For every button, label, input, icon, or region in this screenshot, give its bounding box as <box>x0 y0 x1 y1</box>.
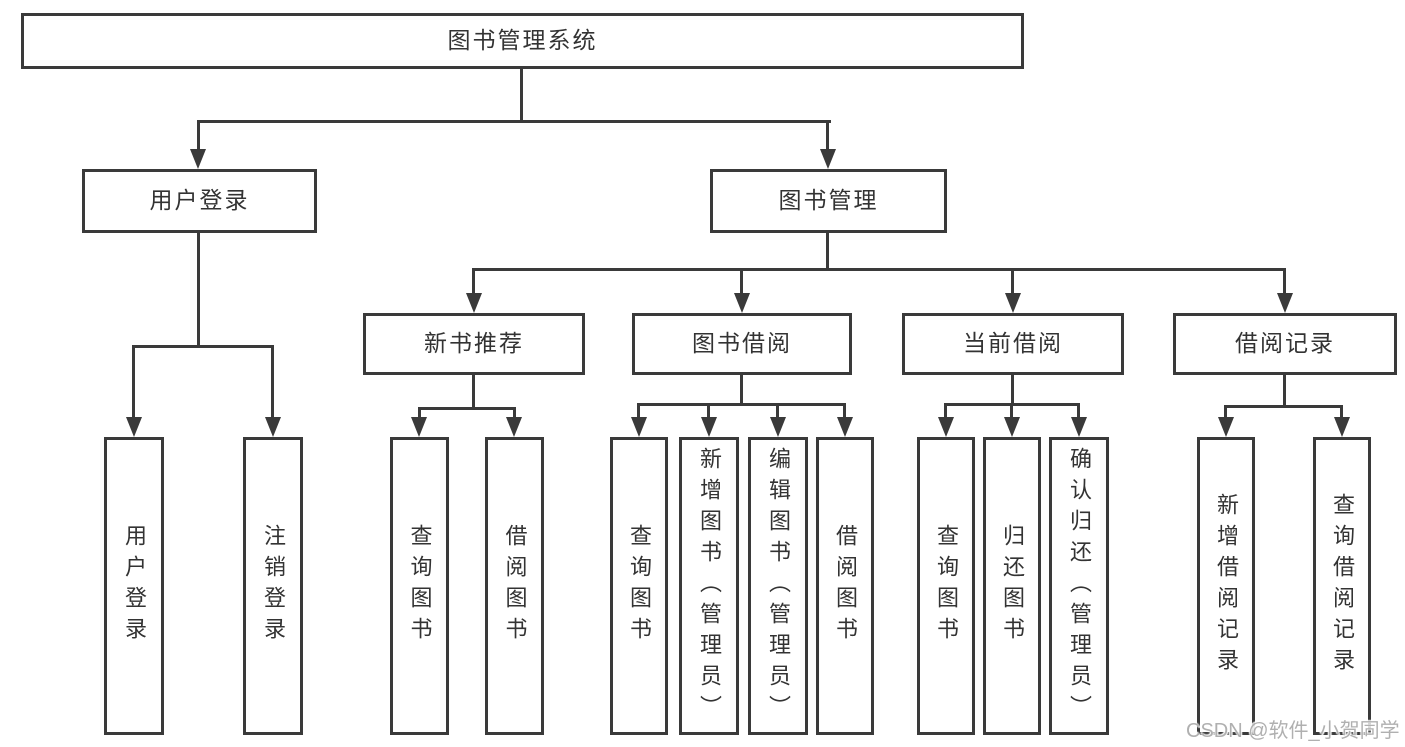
leaf-borrow-books: 借阅图书 <box>816 437 874 735</box>
leaf-label: 查询图书 <box>934 524 959 648</box>
leaf-user-login: 用户登录 <box>104 437 164 735</box>
node-label: 图书管理 <box>778 187 879 214</box>
arrowhead-down <box>837 417 853 437</box>
node-label: 用户登录 <box>149 187 250 214</box>
arrowhead-down <box>1005 293 1021 313</box>
connector-group-stem <box>513 407 516 420</box>
connector-group-stem <box>843 403 846 420</box>
leaf-label: 新增图书（管理员） <box>697 446 722 726</box>
connector-group-hline <box>1224 405 1343 408</box>
connector-root-stub <box>520 69 523 120</box>
connector-group-stem <box>776 403 779 420</box>
connector-bookmgmt-stem <box>472 268 475 295</box>
connector-group-stem <box>1340 405 1343 420</box>
connector-userlogin-hline <box>132 345 274 348</box>
connector-root-left-stem <box>197 120 200 151</box>
arrowhead-down <box>1218 417 1234 437</box>
arrowhead-down <box>466 293 482 313</box>
leaf-query-books: 查询图书 <box>610 437 668 735</box>
leaf-label: 归还图书 <box>1000 524 1025 648</box>
leaf-label: 查询图书 <box>407 524 433 648</box>
connector-bookmgmt-stem <box>1283 268 1286 295</box>
connector-group-stub <box>740 375 743 406</box>
connector-userlogin-stem <box>132 345 135 419</box>
arrowhead-down <box>770 417 786 437</box>
connector-group-hline <box>637 403 846 406</box>
node-label: 借阅记录 <box>1235 330 1335 357</box>
node-book-borrow: 图书借阅 <box>632 313 852 375</box>
leaf-add-book-admin: 新增图书（管理员） <box>679 437 739 735</box>
arrowhead-down <box>190 149 206 169</box>
arrowhead-down <box>1277 293 1293 313</box>
arrowhead-down <box>411 417 427 437</box>
connector-group-stem <box>707 403 710 420</box>
arrowhead-down <box>631 417 647 437</box>
connector-group-hline <box>418 407 516 410</box>
connector-userlogin-stem <box>271 345 274 419</box>
arrowhead-down <box>701 417 717 437</box>
node-current-borrow: 当前借阅 <box>902 313 1124 375</box>
node-book-management-branch: 图书管理 <box>710 169 947 233</box>
connector-group-stub <box>472 375 475 410</box>
leaf-add-borrow-record: 新增借阅记录 <box>1197 437 1255 735</box>
connector-group-stem <box>944 403 947 420</box>
arrowhead-down <box>1334 417 1350 437</box>
connector-bookmgmt-hline <box>472 268 1286 271</box>
leaf-label: 查询借阅记录 <box>1330 493 1355 679</box>
connector-group-stub <box>1283 375 1286 408</box>
connector-group-stem <box>637 403 640 420</box>
csdn-watermark: CSDN @软件_小贺同学 <box>1186 720 1400 742</box>
arrowhead-down <box>506 417 522 437</box>
leaf-query-borrow-record: 查询借阅记录 <box>1313 437 1371 735</box>
leaf-return-books: 归还图书 <box>983 437 1041 735</box>
arrowhead-down <box>1071 417 1087 437</box>
connector-group-stub <box>1011 375 1014 406</box>
leaf-label: 借阅图书 <box>502 524 528 648</box>
node-root-label: 图书管理系统 <box>447 27 598 54</box>
node-borrow-records: 借阅记录 <box>1173 313 1397 375</box>
connector-group-stem <box>1224 405 1227 420</box>
leaf-borrow-books: 借阅图书 <box>485 437 544 735</box>
leaf-label: 用户登录 <box>122 524 147 648</box>
connector-group-stem <box>418 407 421 420</box>
leaf-query-books: 查询图书 <box>390 437 449 735</box>
connector-userlogin-stub <box>197 233 200 348</box>
node-label: 新书推荐 <box>424 330 524 357</box>
node-label: 当前借阅 <box>963 330 1063 357</box>
leaf-label: 注销登录 <box>261 524 286 648</box>
arrowhead-down <box>1004 417 1020 437</box>
leaf-label: 确认归还（管理员） <box>1067 446 1092 726</box>
leaf-label: 新增借阅记录 <box>1214 493 1239 679</box>
connector-bookmgmt-stem <box>1011 268 1014 295</box>
leaf-logout: 注销登录 <box>243 437 303 735</box>
node-new-book-recommend: 新书推荐 <box>363 313 585 375</box>
arrowhead-down <box>126 417 142 437</box>
leaf-query-books: 查询图书 <box>917 437 975 735</box>
arrowhead-down <box>820 149 836 169</box>
arrowhead-down <box>265 417 281 437</box>
connector-group-stem <box>1010 403 1013 420</box>
leaf-label: 编辑图书（管理员） <box>766 446 791 726</box>
arrowhead-down <box>734 293 750 313</box>
node-root-system: 图书管理系统 <box>21 13 1024 69</box>
connector-root-hline <box>197 120 831 123</box>
connector-root-right-stem <box>826 120 829 151</box>
leaf-label: 查询图书 <box>627 524 652 648</box>
node-user-login-branch: 用户登录 <box>82 169 317 233</box>
node-label: 图书借阅 <box>692 330 792 357</box>
connector-group-stem <box>1077 403 1080 420</box>
leaf-label: 借阅图书 <box>833 524 858 648</box>
arrowhead-down <box>938 417 954 437</box>
leaf-edit-book-admin: 编辑图书（管理员） <box>748 437 808 735</box>
connector-bookmgmt-stub <box>826 233 829 268</box>
connector-bookmgmt-stem <box>740 268 743 295</box>
leaf-confirm-return-admin: 确认归还（管理员） <box>1049 437 1109 735</box>
